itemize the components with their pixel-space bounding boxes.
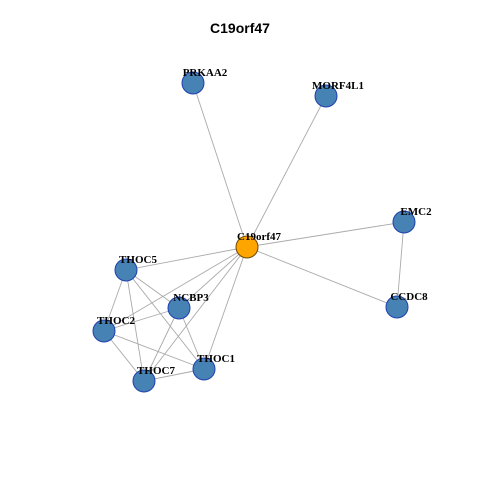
edge-thoc2-thoc1 xyxy=(103,330,205,370)
node-circle xyxy=(314,84,338,108)
node-label: THOC5 xyxy=(119,254,157,266)
node-circle xyxy=(167,296,191,320)
node-label: THOC1 xyxy=(197,353,235,365)
node-circle xyxy=(392,210,416,234)
edge-c19orf47-thoc2 xyxy=(103,246,248,332)
node-prkaa2: PRKAA2 xyxy=(181,67,228,95)
node-circle xyxy=(181,71,205,95)
node-thoc5: THOC5 xyxy=(114,254,157,282)
node-c19orf47: C19orf47 xyxy=(235,231,281,259)
edge-ncbp3-thoc2 xyxy=(103,307,180,332)
node-thoc1: THOC1 xyxy=(192,353,235,381)
edge-c19orf47-ncbp3 xyxy=(178,246,248,309)
edge-emc2-ccdc8 xyxy=(396,221,405,308)
edge-thoc5-thoc7 xyxy=(125,269,145,382)
node-label: EMC2 xyxy=(400,206,432,218)
node-label: PRKAA2 xyxy=(183,67,228,79)
node-ccdc8: CCDC8 xyxy=(385,291,428,319)
node-circle xyxy=(114,258,138,282)
node-label: C19orf47 xyxy=(237,231,281,243)
edge-thoc5-thoc1 xyxy=(125,269,205,370)
node-emc2: EMC2 xyxy=(392,206,432,234)
edge-c19orf47-thoc5 xyxy=(125,246,248,271)
edge-c19orf47-emc2 xyxy=(246,221,405,248)
node-circle xyxy=(235,235,259,259)
node-circle xyxy=(132,369,156,393)
edge-c19orf47-ccdc8 xyxy=(246,246,398,308)
node-morf4l1: MORF4L1 xyxy=(312,80,364,108)
edge-c19orf47-morf4l1 xyxy=(246,95,327,248)
edge-c19orf47-prkaa2 xyxy=(192,82,248,248)
edge-ncbp3-thoc7 xyxy=(143,307,180,382)
node-label: NCBP3 xyxy=(173,292,209,304)
node-label: MORF4L1 xyxy=(312,80,364,92)
edge-c19orf47-thoc7 xyxy=(143,246,248,382)
node-ncbp3: NCBP3 xyxy=(167,292,209,320)
node-label: THOC2 xyxy=(97,315,135,327)
chart-title: C19orf47 xyxy=(210,20,270,36)
edge-c19orf47-thoc1 xyxy=(203,246,248,370)
node-circle xyxy=(192,357,216,381)
node-label: CCDC8 xyxy=(390,291,428,303)
node-label: THOC7 xyxy=(137,365,175,377)
node-thoc2: THOC2 xyxy=(92,315,135,343)
node-circle xyxy=(92,319,116,343)
node-thoc7: THOC7 xyxy=(132,365,175,393)
node-circle xyxy=(385,295,409,319)
